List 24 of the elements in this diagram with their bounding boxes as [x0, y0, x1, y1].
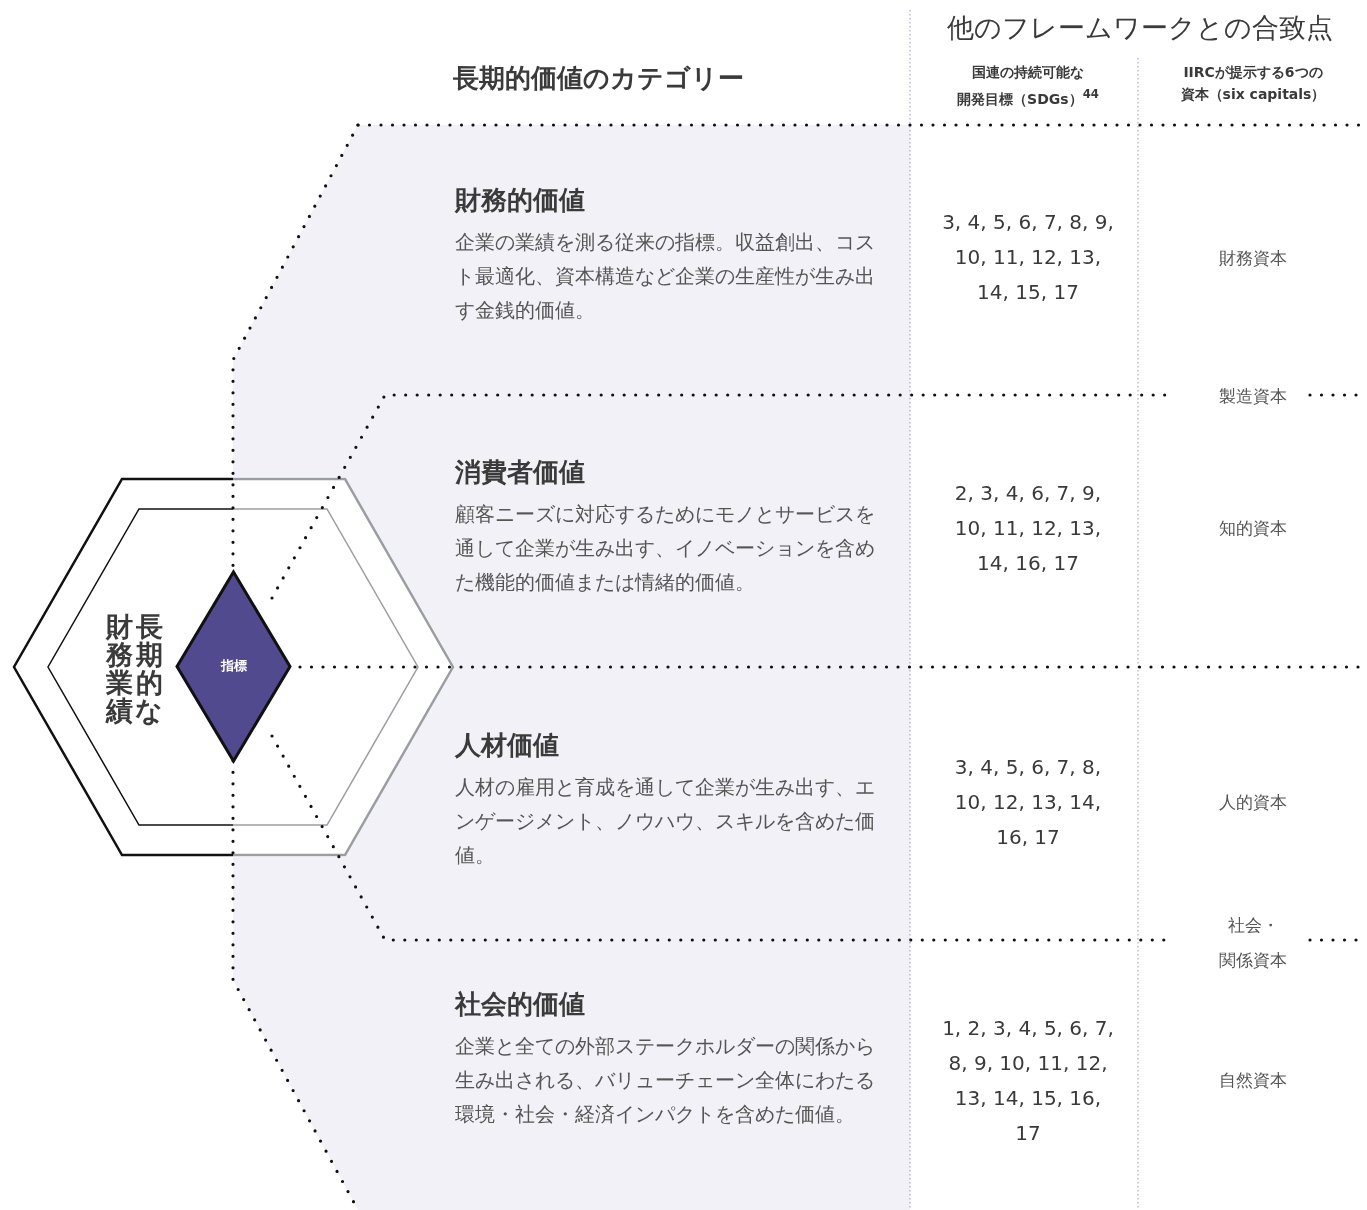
vertical-title: 長期的な財務業績: [104, 613, 164, 725]
category-heading: 人材価値: [455, 729, 560, 762]
category-heading: 社会的価値: [455, 988, 586, 1021]
category-heading: 財務的価値: [455, 184, 586, 217]
capital-name: 製造資本: [1218, 385, 1288, 408]
diamond-label: 指標: [219, 657, 248, 675]
column-header: IIRCが提示する6つの資本（six capitals）: [1179, 63, 1327, 104]
category-column-heading: 長期的価値のカテゴリー: [453, 62, 745, 95]
category-heading: 消費者価値: [455, 456, 586, 489]
category-description: 顧客ニーズに対応するためにモノとサービスを通して企業が生み出す、イノベーションを含めた機能的価値または情緒的価値。: [455, 502, 876, 596]
sdg-numbers: 3, 4, 5, 6, 7, 8, 9, 10, 11, 12, 13, 14, 15, 17: [941, 209, 1115, 306]
capital-name: 社会・関係資本: [1218, 914, 1288, 972]
column-header: 国連の持続可能な開発目標（SDGs）$^{44}$: [956, 63, 1100, 109]
category-description: 人材の雇用と育成を通して企業が生み出す、エンゲージメント、ノウハウ、スキルを含めた価値。: [455, 775, 876, 869]
category-description: 企業と全ての外部ステークホルダーの関係から生み出される、バリューチェーン全体にわたる環境・社会・経済インパクトを含めた価値。: [455, 1034, 876, 1128]
framework-heading: 他のフレームワークとの合致点: [946, 11, 1334, 45]
sdg-numbers: 2, 3, 4, 6, 7, 9, 10, 11, 12, 13, 14, 16, 17: [953, 480, 1103, 577]
capital-name: 自然資本: [1218, 1069, 1288, 1092]
capital-name: 知的資本: [1218, 517, 1288, 540]
capital-name: 人的資本: [1218, 791, 1288, 814]
sdg-numbers: 3, 4, 5, 6, 7, 8, 10, 12, 13, 14, 16, 17: [953, 754, 1103, 851]
category-description: 企業の業績を測る従来の指標。収益創出、コスト最適化、資本構造など企業の生産性が生み出す金銭的価値。: [455, 230, 876, 324]
capital-name: 財務資本: [1218, 247, 1288, 270]
sdg-numbers: 1, 2, 3, 4, 5, 6, 7, 8, 9, 10, 11, 12, 13, 14, 15, 16, 17: [941, 1015, 1115, 1147]
